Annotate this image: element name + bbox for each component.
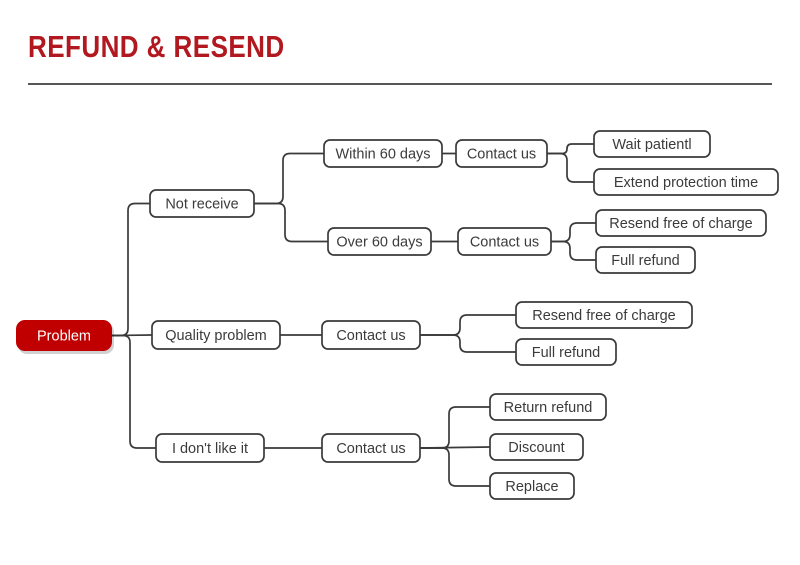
- node-label: Contact us: [336, 441, 405, 457]
- node-label: Not receive: [165, 196, 238, 212]
- node-label: Quality problem: [165, 328, 267, 344]
- node-replace[interactable]: Replace: [489, 472, 575, 500]
- slide-header: Refund & Resend: [0, 0, 800, 95]
- page-title: Refund & Resend: [28, 29, 285, 64]
- node-shape: [489, 433, 584, 461]
- node-shape: [149, 189, 255, 218]
- node-label: Return refund: [504, 400, 593, 416]
- node-wait-patient[interactable]: Wait patientl: [593, 130, 711, 158]
- connector-n-contact-2-to-n-resend-free-1: [550, 222, 597, 243]
- node-label: Wait patientl: [612, 137, 691, 153]
- node-over-60[interactable]: Over 60 days: [327, 227, 432, 256]
- node-shape: [321, 433, 421, 463]
- node-shape: [457, 227, 552, 256]
- node-resend-free-1[interactable]: Resend free of charge: [595, 209, 767, 237]
- node-label: Resend free of charge: [609, 216, 752, 232]
- connector-n-not-receive-to-n-over-60: [253, 202, 329, 243]
- node-label: Discount: [508, 440, 564, 456]
- node-shape: [593, 168, 779, 196]
- node-label: Contact us: [336, 328, 405, 344]
- node-dont-like[interactable]: I don't like it: [155, 433, 265, 463]
- node-within-60[interactable]: Within 60 days: [323, 139, 443, 168]
- title-divider: [28, 83, 772, 85]
- node-shape: [327, 227, 432, 256]
- node-label: I don't like it: [172, 441, 248, 457]
- node-shape: [323, 139, 443, 168]
- node-label: Contact us: [467, 146, 536, 162]
- node-extend-time[interactable]: Extend protection time: [593, 168, 779, 196]
- node-label: Resend free of charge: [532, 308, 675, 324]
- node-shape: [155, 433, 265, 463]
- node-quality[interactable]: Quality problem: [151, 320, 281, 350]
- node-shape: [515, 301, 693, 329]
- node-label: Within 60 days: [335, 146, 430, 162]
- node-full-refund-1[interactable]: Full refund: [595, 246, 696, 274]
- node-label: Contact us: [470, 234, 539, 250]
- node-shape: [515, 338, 617, 366]
- node-label: Over 60 days: [336, 234, 422, 250]
- connector-n-contact-4-to-n-replace: [419, 447, 491, 487]
- node-shape: [595, 246, 696, 274]
- node-contact-2[interactable]: Contact us: [457, 227, 552, 256]
- node-contact-1[interactable]: Contact us: [455, 139, 548, 168]
- node-shape: [151, 320, 281, 350]
- node-contact-4[interactable]: Contact us: [321, 433, 421, 463]
- node-shape: [595, 209, 767, 237]
- node-label: Full refund: [532, 345, 601, 361]
- connector-layer: [111, 143, 597, 487]
- connector-n-not-receive-to-n-within-60: [253, 152, 325, 205]
- connector-n-contact-1-to-n-extend-time: [546, 152, 595, 183]
- node-full-refund-2[interactable]: Full refund: [515, 338, 617, 366]
- node-shape: [489, 472, 575, 500]
- node-contact-3[interactable]: Contact us: [321, 320, 421, 350]
- connector-root-to-n-not-receive: [111, 202, 151, 337]
- node-resend-free-2[interactable]: Resend free of charge: [515, 301, 693, 329]
- node-shape: [16, 320, 112, 351]
- connector-n-contact-1-to-n-wait-patient: [546, 143, 595, 155]
- connector-n-contact-3-to-n-full-refund-2: [419, 334, 517, 353]
- node-shape: [321, 320, 421, 350]
- node-label: Problem: [37, 328, 91, 344]
- connector-n-contact-4-to-n-return-refund: [419, 406, 491, 449]
- node-return-refund[interactable]: Return refund: [489, 393, 607, 421]
- node-label: Replace: [505, 479, 558, 495]
- connector-n-contact-2-to-n-full-refund-1: [550, 240, 597, 261]
- node-shape: [455, 139, 548, 168]
- node-shape: [489, 393, 607, 421]
- connector-n-contact-3-to-n-resend-free-2: [419, 314, 517, 336]
- node-not-receive[interactable]: Not receive: [149, 189, 255, 218]
- connector-root-to-n-dont-like: [111, 334, 157, 449]
- node-root[interactable]: Problem: [16, 320, 114, 354]
- node-discount[interactable]: Discount: [489, 433, 584, 461]
- node-shape: [593, 130, 711, 158]
- node-label: Full refund: [611, 253, 680, 269]
- node-label: Extend protection time: [614, 175, 758, 191]
